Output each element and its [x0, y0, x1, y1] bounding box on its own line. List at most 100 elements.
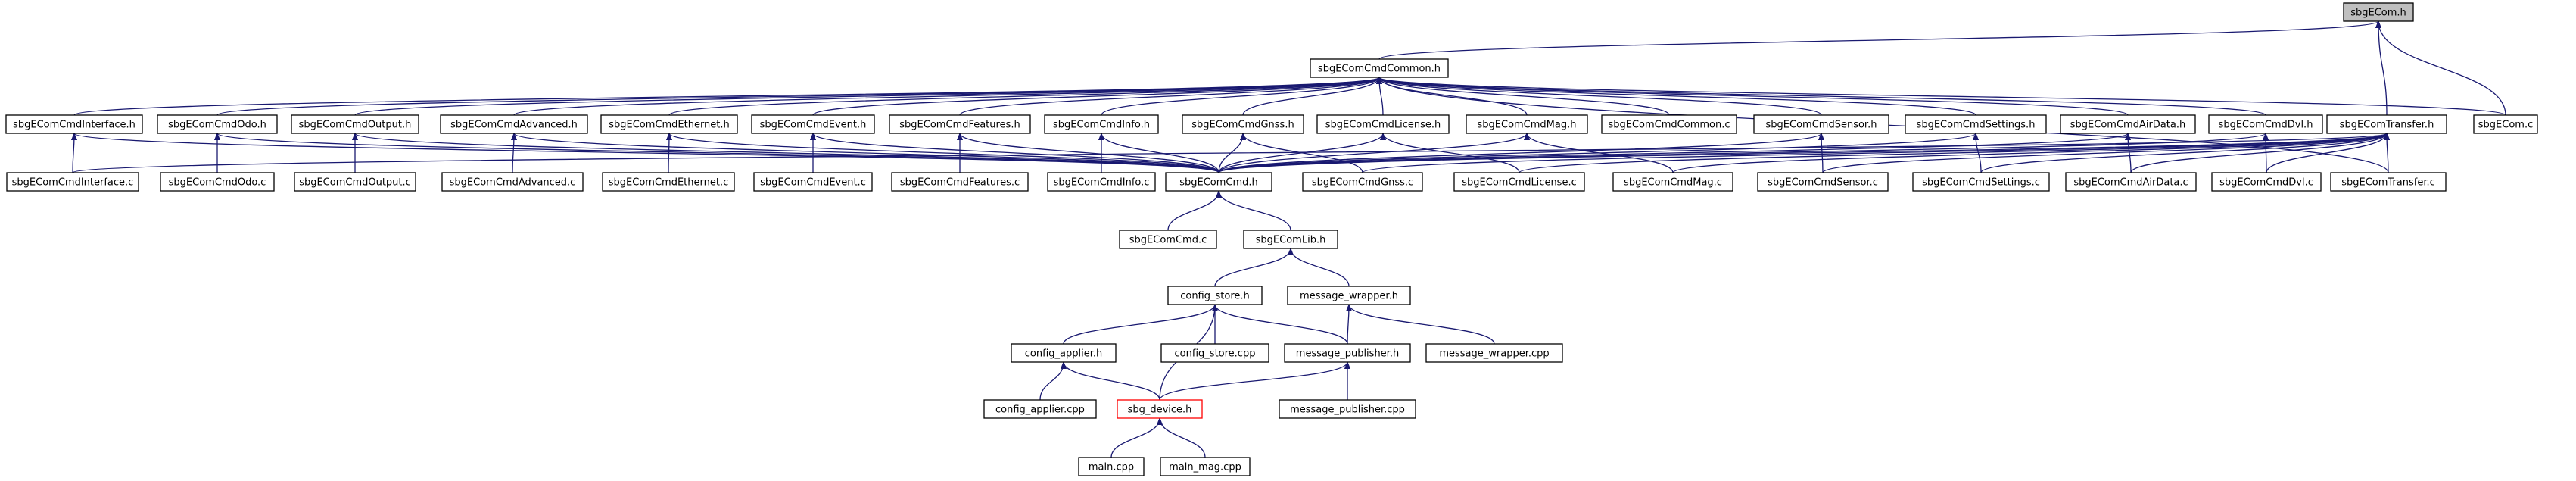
- node-sbgecomlib-h[interactable]: sbgEComLib.h: [1243, 230, 1338, 249]
- node-box: [2211, 172, 2322, 192]
- node-label: sbgEComCmdSettings.h: [1917, 120, 2036, 131]
- edge-sbgecomcmdairdata_h-to-sbgecomcmdcommon_h: [1376, 77, 2129, 116]
- edge-sbgecomcmdlicense_c-to-sbgecomcmdlicense_h: [1380, 133, 1520, 173]
- node-box: [1279, 399, 1416, 419]
- node-label: sbgEComCmdInterface.c: [12, 177, 134, 189]
- edge-sbgecomcmdsettings_h-to-sbgecomcmdcommon_h: [1376, 77, 1976, 116]
- node-message-publisher-cpp[interactable]: message_publisher.cpp: [1279, 399, 1416, 419]
- edge-sbgecomcmdlicense_h-to-sbgecomcmdcommon_h: [1376, 77, 1384, 116]
- node-message-publisher-h[interactable]: message_publisher.h: [1284, 343, 1411, 363]
- edge-sbgecomcmdcommon_h-to-sbgecom_h: [1378, 20, 2381, 60]
- node-box: [1612, 172, 1733, 192]
- node-sbgecomcmdinterface-h[interactable]: sbgEComCmdInterface.h: [5, 114, 143, 134]
- node-main-cpp[interactable]: main.cpp: [1078, 457, 1145, 476]
- node-label: sbgEComCmdEvent.c: [760, 177, 866, 189]
- node-sbgecomcmdlicense-c[interactable]: sbgEComCmdLicense.c: [1453, 172, 1585, 192]
- node-sbgecomcmdgnss-c[interactable]: sbgEComCmdGnss.c: [1302, 172, 1423, 192]
- node-sbgecomcmdethernet-c[interactable]: sbgEComCmdEthernet.c: [602, 172, 735, 192]
- node-sbgecomcmdmag-c[interactable]: sbgEComCmdMag.c: [1612, 172, 1733, 192]
- node-label: sbgEComCmdLicense.h: [1325, 120, 1441, 131]
- node-sbgecomcmdodo-h[interactable]: sbgEComCmdOdo.h: [157, 114, 278, 134]
- node-config-store-h[interactable]: config_store.h: [1167, 286, 1263, 305]
- node-sbgecomcmddvl-h[interactable]: sbgEComCmdDvl.h: [2208, 114, 2323, 134]
- node-sbgecomtransfer-c[interactable]: sbgEComTransfer.c: [2330, 172, 2447, 192]
- node-sbgecomcmdfeatures-h[interactable]: sbgEComCmdFeatures.h: [889, 114, 1031, 134]
- node-sbgecomcmdodo-c[interactable]: sbgEComCmdOdo.c: [160, 172, 275, 192]
- edge-sbgecomcmd_h-to-sbgecomcmdodo_h: [214, 133, 1219, 173]
- edge-sbgecomcmdgnss_h-to-sbgecomcmdcommon_h: [1242, 77, 1382, 116]
- node-box: [1753, 114, 1889, 134]
- dependency-edges: [70, 20, 2506, 458]
- edge-sbgecomcmdairdata_c-to-sbgecomcmdairdata_h: [2125, 133, 2132, 173]
- node-sbgecomcmdoutput-c[interactable]: sbgEComCmdOutput.c: [294, 172, 416, 192]
- node-sbgecomcmdmag-h[interactable]: sbgEComCmdMag.h: [1466, 114, 1588, 134]
- node-sbgecomcmddvl-c[interactable]: sbgEComCmdDvl.c: [2211, 172, 2322, 192]
- node-label: sbgEComTransfer.c: [2341, 177, 2435, 189]
- node-config-applier-cpp[interactable]: config_applier.cpp: [983, 399, 1097, 419]
- node-sbgecomcmdsensor-c[interactable]: sbgEComCmdSensor.c: [1757, 172, 1889, 192]
- node-sbgecomcmdethernet-h[interactable]: sbgEComCmdEthernet.h: [600, 114, 738, 134]
- node-box: [160, 172, 275, 192]
- node-sbgecomcmdairdata-h[interactable]: sbgEComCmdAirData.h: [2060, 114, 2196, 134]
- node-box: [1425, 343, 1563, 363]
- node-sbg-device-h[interactable]: sbg_device.h: [1117, 399, 1203, 419]
- node-sbgecomcmdevent-c[interactable]: sbgEComCmdEvent.c: [753, 172, 873, 192]
- edge-sbgecomtransfer_c-to-sbgecomtransfer_h: [2384, 133, 2391, 173]
- node-config-store-cpp[interactable]: config_store.cpp: [1160, 343, 1269, 363]
- node-message-wrapper-h[interactable]: message_wrapper.h: [1287, 286, 1411, 305]
- node-label: message_publisher.cpp: [1290, 404, 1405, 416]
- node-sbgecomcmdfeatures-c[interactable]: sbgEComCmdFeatures.c: [891, 172, 1029, 192]
- node-label: sbgECom.c: [2478, 120, 2533, 131]
- edge-sbgecomcmdethernet_h-to-sbgecomcmdcommon_h: [668, 77, 1382, 116]
- node-label: sbgEComCmdMag.h: [1478, 120, 1577, 131]
- node-box: [1905, 114, 2047, 134]
- node-label: sbgEComTransfer.h: [2340, 120, 2434, 131]
- node-box: [440, 114, 588, 134]
- node-sbgecomcmdoutput-h[interactable]: sbgEComCmdOutput.h: [291, 114, 419, 134]
- node-sbgecom-c[interactable]: sbgECom.c: [2473, 114, 2538, 134]
- node-sbgecomcmdinfo-h[interactable]: sbgEComCmdInfo.h: [1044, 114, 1159, 134]
- node-label: sbgEComCmdMag.c: [1624, 177, 1722, 189]
- node-sbgecom-h[interactable]: sbgECom.h: [2343, 2, 2414, 22]
- edge-sbg_device_h-to-message_publisher_h: [1159, 361, 1350, 401]
- node-box: [983, 399, 1097, 419]
- node-box: [1078, 457, 1145, 476]
- node-sbgecomcmdadvanced-h[interactable]: sbgEComCmdAdvanced.h: [440, 114, 588, 134]
- node-sbgecomcmd-c[interactable]: sbgEComCmd.c: [1119, 230, 1217, 249]
- node-box: [1160, 343, 1269, 363]
- node-sbgecomcmdadvanced-c[interactable]: sbgEComCmdAdvanced.c: [441, 172, 584, 192]
- edge-sbgecomcmd_h-to-sbgecomcmdairdata_h: [1218, 133, 2131, 173]
- node-main-mag-cpp[interactable]: main_mag.cpp: [1160, 457, 1251, 476]
- node-label: config_applier.cpp: [995, 404, 1085, 416]
- node-sbgecomcmdsettings-c[interactable]: sbgEComCmdSettings.c: [1912, 172, 2050, 192]
- node-box: [1044, 114, 1159, 134]
- node-label: sbgEComLib.h: [1256, 235, 1326, 246]
- node-sbgecomtransfer-h[interactable]: sbgEComTransfer.h: [2326, 114, 2447, 134]
- node-label: sbgEComCmdLicense.c: [1462, 177, 1576, 189]
- node-box: [1011, 343, 1117, 363]
- node-message-wrapper-cpp[interactable]: message_wrapper.cpp: [1425, 343, 1563, 363]
- node-sbgecomcmdcommon-h[interactable]: sbgEComCmdCommon.h: [1310, 58, 1449, 78]
- node-sbgecomcmd-h[interactable]: sbgEComCmd.h: [1165, 172, 1272, 192]
- node-sbgecomcmdevent-h[interactable]: sbgEComCmdEvent.h: [751, 114, 875, 134]
- node-sbgecomcmdgnss-h[interactable]: sbgEComCmdGnss.h: [1182, 114, 1304, 134]
- edge-sbgecomcmdadvanced_c-to-sbgecomcmdadvanced_h: [510, 133, 517, 173]
- node-label: sbgEComCmdSensor.h: [1766, 120, 1877, 131]
- node-box: [1243, 230, 1338, 249]
- node-sbgecomcmdairdata-c[interactable]: sbgEComCmdAirData.c: [2065, 172, 2197, 192]
- edge-sbgecomcmd_h-to-sbgecomcmdoutput_h: [352, 133, 1219, 173]
- node-sbgecomcmdsettings-h[interactable]: sbgEComCmdSettings.h: [1905, 114, 2047, 134]
- edge-sbgecomcmd_h-to-sbgecomcmdadvanced_h: [511, 133, 1219, 173]
- node-sbgecomcmdinterface-c[interactable]: sbgEComCmdInterface.c: [6, 172, 139, 192]
- node-sbgecomcmdinfo-c[interactable]: sbgEComCmdInfo.c: [1047, 172, 1156, 192]
- edge-main_cpp-to-sbg_device_h: [1110, 417, 1163, 458]
- node-label: sbgEComCmdCommon.h: [1318, 64, 1441, 75]
- node-sbgecomcmdcommon-c[interactable]: sbgEComCmdCommon.c: [1601, 114, 1737, 134]
- node-label: sbgEComCmdFeatures.c: [900, 177, 1020, 189]
- node-box: [1316, 114, 1450, 134]
- node-box: [5, 114, 143, 134]
- node-sbgecomcmdlicense-h[interactable]: sbgEComCmdLicense.h: [1316, 114, 1450, 134]
- node-config-applier-h[interactable]: config_applier.h: [1011, 343, 1117, 363]
- node-sbgecomcmdsensor-h[interactable]: sbgEComCmdSensor.h: [1753, 114, 1889, 134]
- edge-sbgecomcmdsensor_c-to-sbgecomtransfer_h: [1822, 133, 2390, 173]
